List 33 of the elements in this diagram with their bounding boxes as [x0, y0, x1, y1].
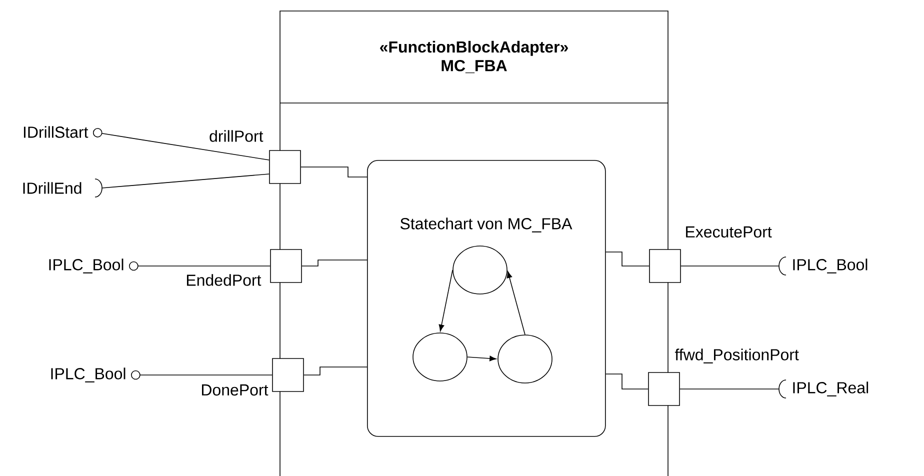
connector-line: [300, 166, 368, 178]
connector-line: [302, 260, 368, 266]
interface-label: IPLC_Bool: [793, 258, 868, 274]
port-box: [648, 372, 680, 406]
state-ellipse: [452, 246, 508, 294]
statechart-box: Statechart von MC_FBA: [367, 160, 606, 437]
state-ellipse: [412, 332, 468, 382]
interface-label: IPLC_Bool: [51, 368, 126, 382]
port-label: EndedPort: [186, 274, 262, 286]
port-box: [270, 249, 302, 283]
interface-label: IPLC_Real: [793, 382, 868, 396]
connector-line: [605, 252, 650, 266]
port-box: [269, 150, 301, 184]
interface-connector: [129, 261, 270, 271]
connector-line: [102, 174, 270, 188]
connector-line: [680, 388, 780, 390]
port-label: ffwd_PositionPort: [674, 348, 799, 364]
connector-line: [605, 374, 648, 390]
interface-connector: [131, 370, 272, 380]
interface-label: IPLC_Bool: [49, 258, 124, 274]
transition-arrow: [467, 356, 496, 362]
connector-line: [304, 366, 368, 376]
transition-arrow: [506, 271, 526, 335]
port-box: [649, 249, 681, 283]
transition-arrow: [438, 270, 453, 332]
interface-label: IDrillStart: [24, 126, 88, 138]
port-box: [272, 358, 304, 392]
port-label: ExecutePort: [686, 226, 772, 238]
port-label: drillPort: [210, 130, 264, 142]
interface-connector: [92, 128, 270, 160]
port-label: DonePort: [202, 384, 268, 396]
interface-label: IDrillEnd: [23, 182, 82, 194]
state-ellipse: [498, 334, 552, 384]
